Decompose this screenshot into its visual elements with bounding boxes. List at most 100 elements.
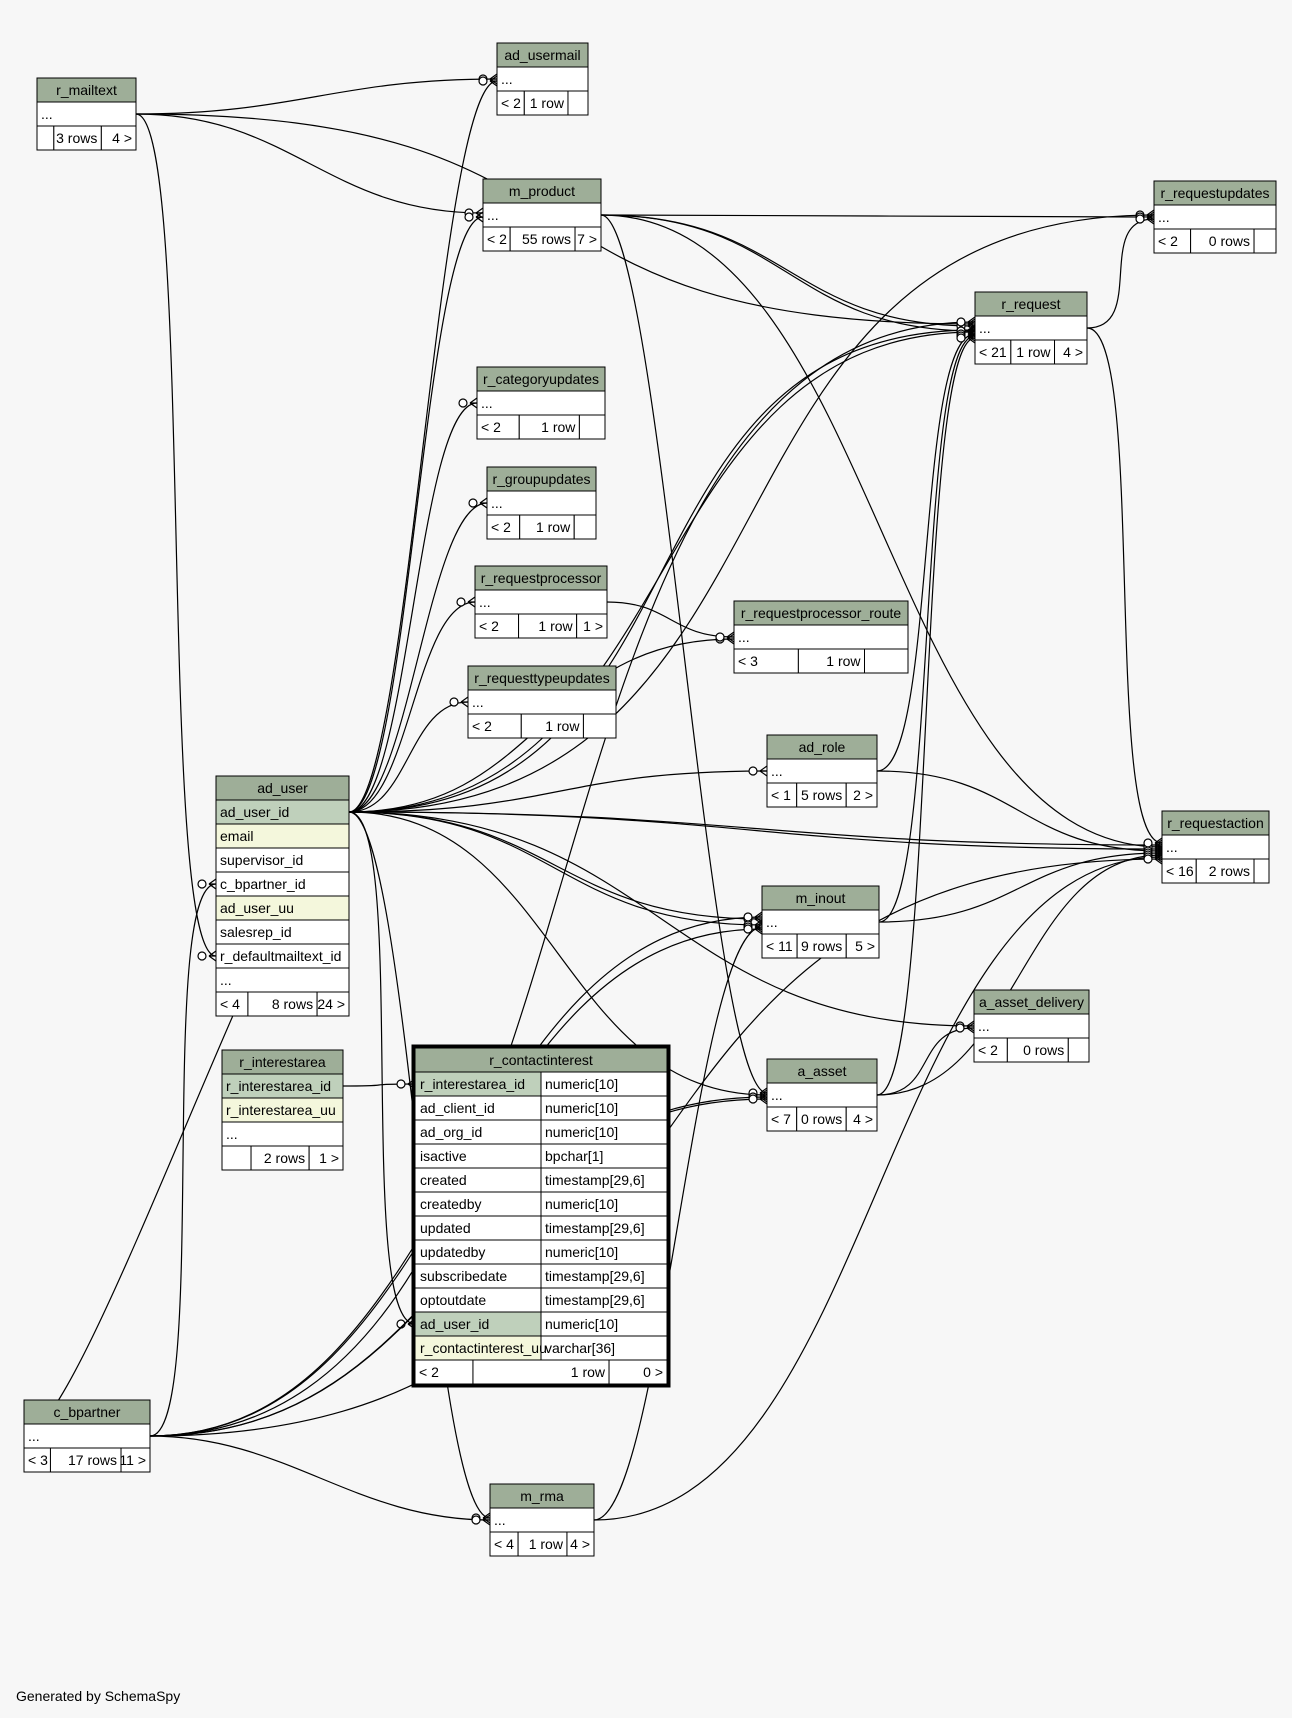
relationship-inout-request xyxy=(878,335,976,923)
crowfoot-marker xyxy=(967,332,976,344)
column-name: updatedby xyxy=(420,1244,485,1260)
table-header xyxy=(215,775,350,801)
parents-count: < 2 xyxy=(419,1364,439,1380)
crowfoot-marker xyxy=(489,75,498,87)
column-type: varchar[36] xyxy=(545,1340,615,1356)
optional-marker xyxy=(464,212,474,222)
column-name: supervisor_id xyxy=(220,852,303,868)
footer-cell xyxy=(766,1106,798,1132)
parents-count: < 2 xyxy=(487,231,507,247)
table-row xyxy=(766,758,878,784)
optional-marker xyxy=(1143,838,1153,848)
column-name: ... xyxy=(487,207,499,223)
column-name: subscribedate xyxy=(420,1268,507,1284)
parents-count: < 16 xyxy=(1166,863,1194,879)
relationship-user-groupupdates xyxy=(348,502,488,813)
table-row xyxy=(215,967,350,993)
footer-cell xyxy=(520,713,584,739)
relationship-user-requestupdates xyxy=(348,214,1155,813)
children-count: 2 > xyxy=(853,787,873,803)
type-cell xyxy=(540,1191,668,1217)
row-count: 17 rows xyxy=(68,1452,117,1468)
relationship-user-inout-2 xyxy=(348,811,763,926)
type-cell xyxy=(540,1263,668,1289)
footer-cell xyxy=(733,648,799,674)
column-name: r_defaultmailtext_id xyxy=(220,948,341,964)
crowfoot-marker xyxy=(208,878,217,890)
row-count: 0 rows xyxy=(801,1111,842,1127)
crowfoot-marker xyxy=(469,397,478,409)
column-cell xyxy=(414,1263,542,1289)
column-name: ... xyxy=(1166,839,1178,855)
column-cell xyxy=(414,1311,542,1337)
row-count: 3 rows xyxy=(56,130,97,146)
crowfoot-marker xyxy=(967,316,976,328)
type-cell xyxy=(540,1167,668,1193)
table-row xyxy=(23,1423,151,1449)
column-name: ... xyxy=(41,106,53,122)
relationship-product-requestupdates xyxy=(600,214,1155,218)
crowfoot-marker xyxy=(726,631,735,643)
footer-cell xyxy=(221,1145,252,1171)
footer-cell xyxy=(796,933,847,959)
table-name: a_asset xyxy=(797,1063,846,1079)
table-r_interestarea[interactable]: r_interestarear_interestarea_idr_interes… xyxy=(221,1049,344,1171)
optional-marker xyxy=(458,398,468,408)
relationship-mailtext-defaultmailtext xyxy=(135,113,217,957)
table-row xyxy=(766,1082,878,1108)
relationship-inout-requestaction xyxy=(878,852,1163,923)
footer-cell xyxy=(582,713,617,739)
optional-marker xyxy=(955,1023,965,1033)
row-count: 5 rows xyxy=(801,787,842,803)
crowfoot-marker xyxy=(460,696,469,708)
footer-cell xyxy=(973,1037,1008,1063)
row-count: 1 row xyxy=(538,618,573,634)
column-type: numeric[10] xyxy=(545,1316,618,1332)
optional-marker xyxy=(468,498,478,508)
type-cell xyxy=(540,1311,668,1337)
table-header xyxy=(761,885,880,911)
column-name: ... xyxy=(479,594,491,610)
generated-by-label: Generated by SchemaSpy xyxy=(16,1688,181,1704)
parents-count: < 2 xyxy=(1158,233,1178,249)
parents-count: < 4 xyxy=(494,1536,514,1552)
table-row xyxy=(486,490,597,516)
optional-marker xyxy=(197,879,207,889)
column-name: ... xyxy=(1158,209,1170,225)
table-name: r_interestarea xyxy=(239,1054,326,1070)
row-count: 55 rows xyxy=(522,231,571,247)
footer-cell xyxy=(100,125,137,151)
table-name: a_asset_delivery xyxy=(979,994,1084,1010)
footer-cell xyxy=(845,782,878,808)
row-count: 8 rows xyxy=(272,996,313,1012)
footer-cell xyxy=(576,613,608,639)
relationship-product-requestaction xyxy=(600,214,1163,848)
relationship-mailtext-product xyxy=(135,113,484,214)
column-name: created xyxy=(420,1172,467,1188)
column-type: numeric[10] xyxy=(545,1196,618,1212)
table-row xyxy=(221,1073,344,1099)
table-ad_user[interactable]: ad_userad_user_idemailsupervisor_idc_bpa… xyxy=(215,775,350,1017)
column-name: ... xyxy=(491,495,503,511)
table-row xyxy=(761,909,880,935)
column-name: ... xyxy=(28,1428,40,1444)
